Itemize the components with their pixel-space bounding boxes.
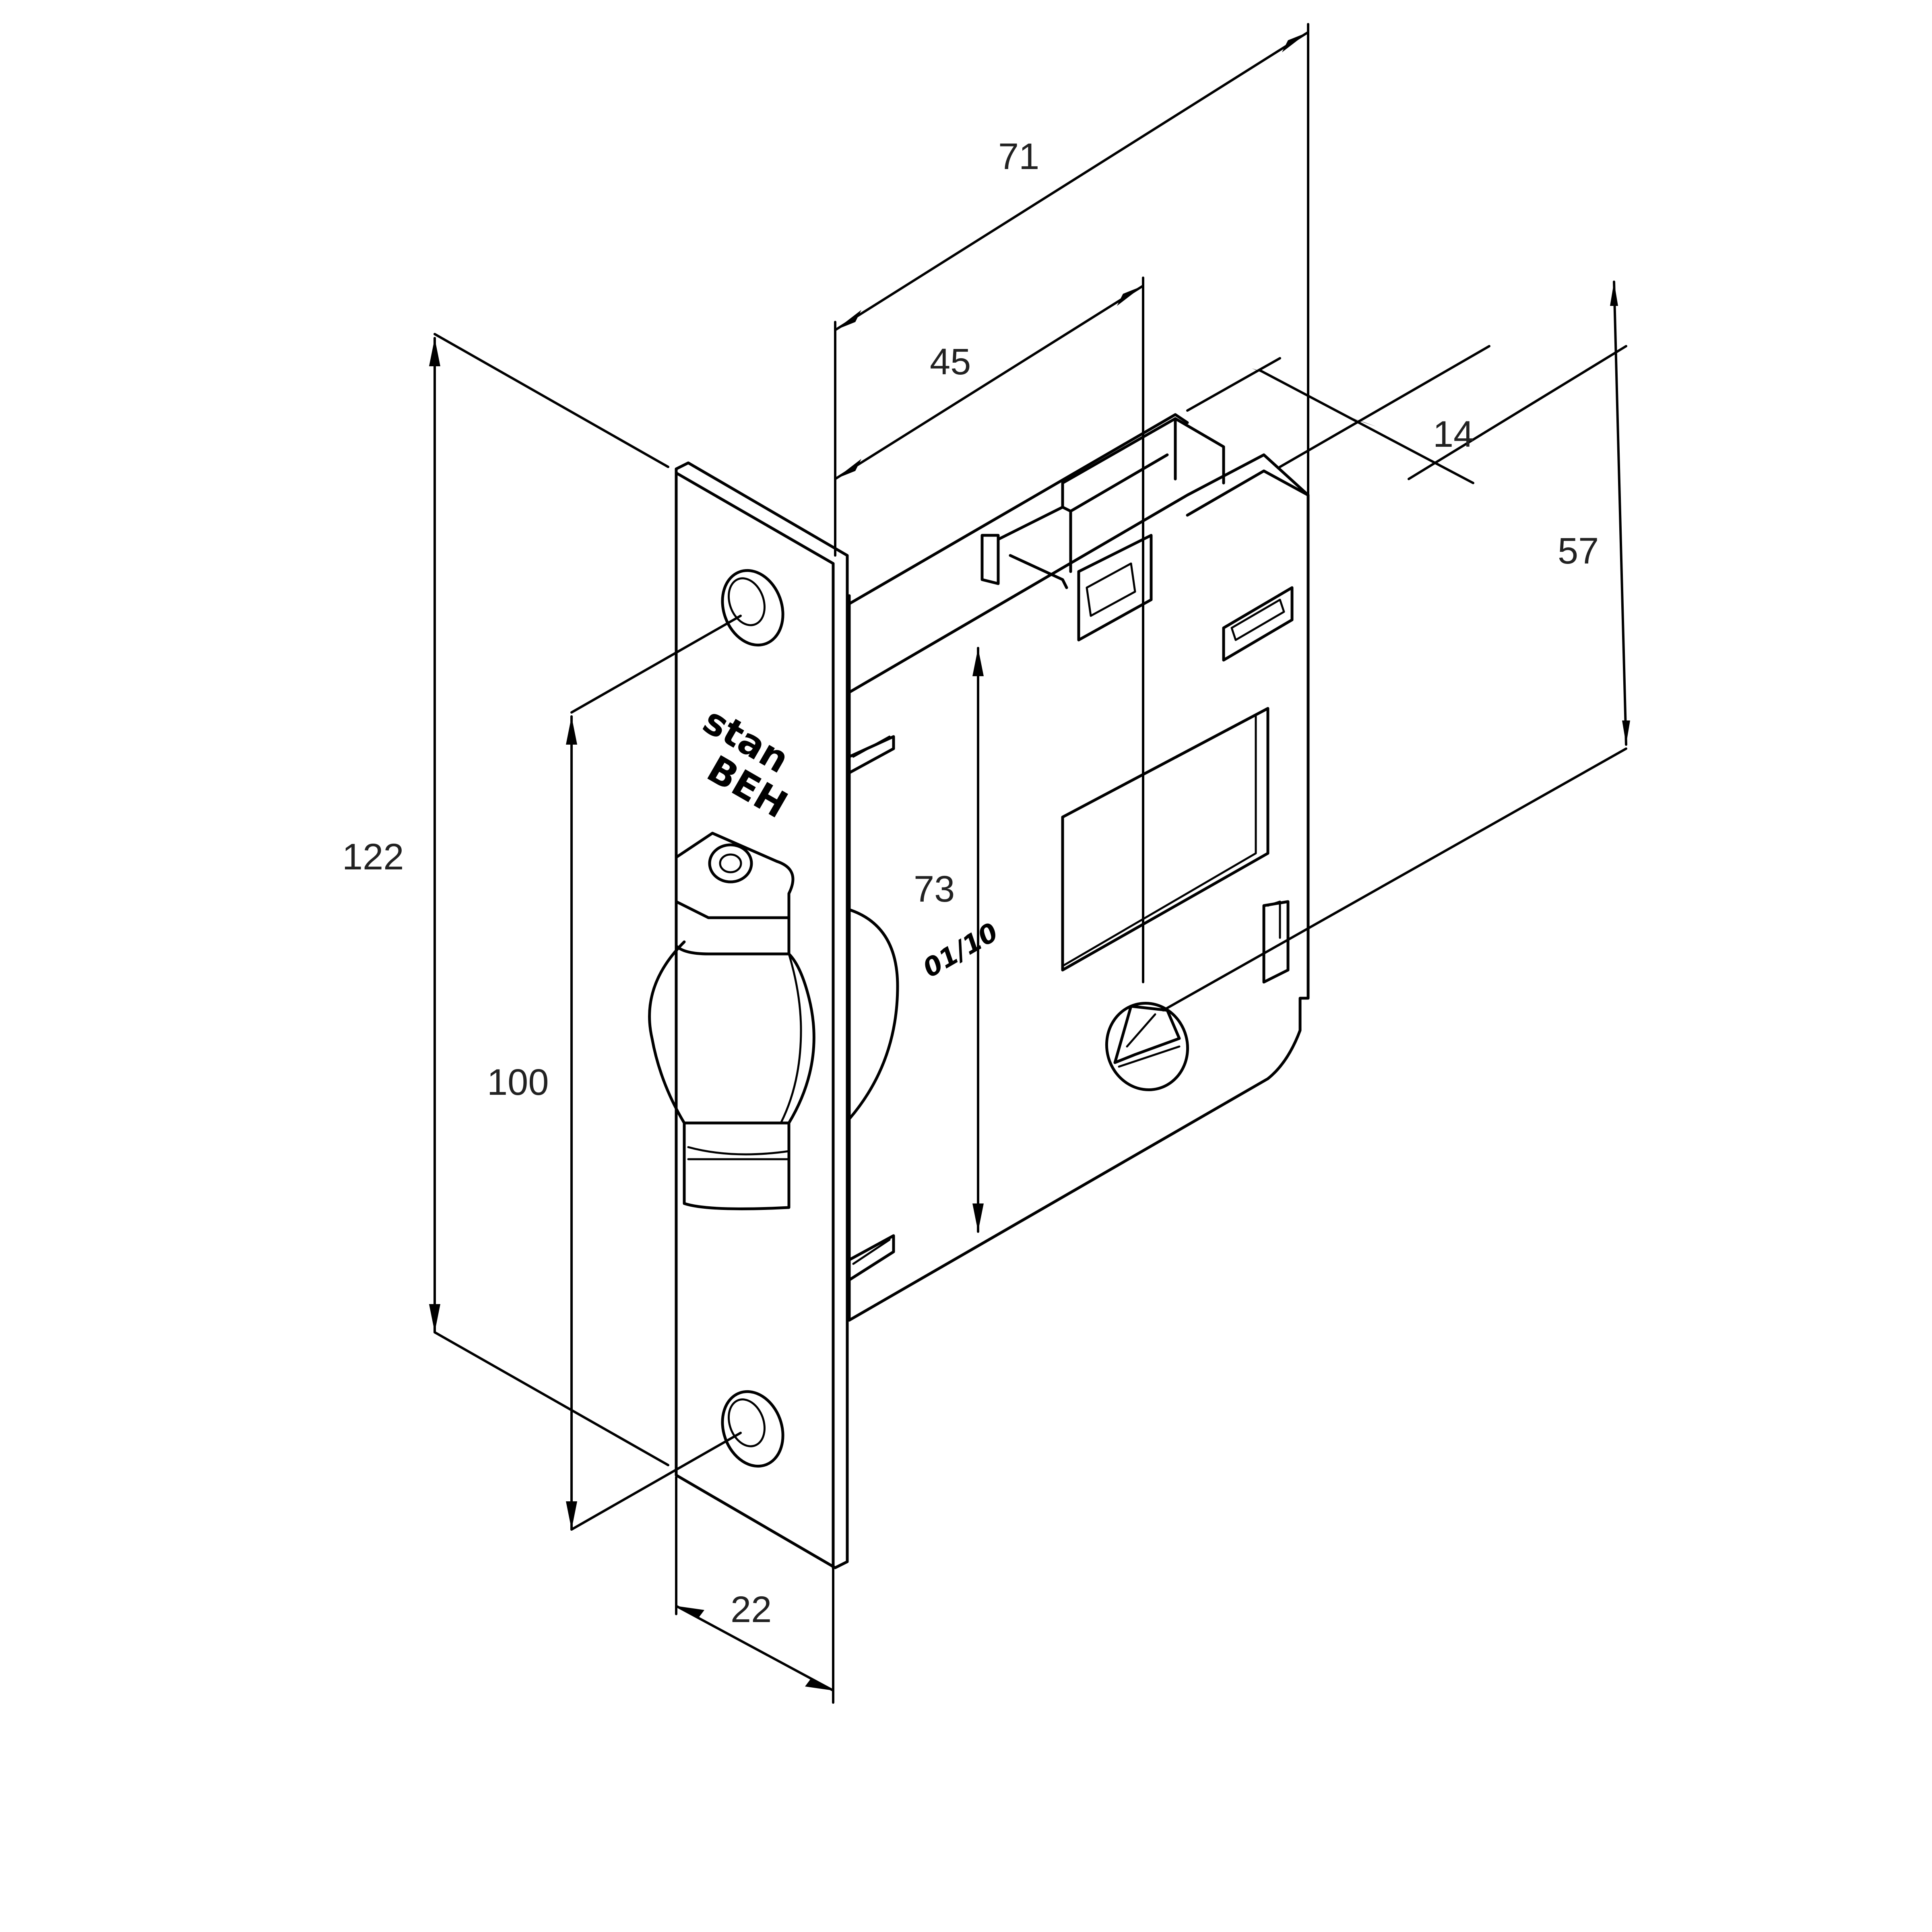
faceplate: stan BEH xyxy=(648,461,849,1569)
spindle-follower xyxy=(1105,1002,1189,1091)
dim-73-label: 73 xyxy=(914,869,955,910)
dimension-lines xyxy=(429,23,1630,1704)
brand-logo: stan BEH xyxy=(696,699,797,827)
dim-45-label: 45 xyxy=(930,341,971,382)
screw-hole-top xyxy=(721,569,784,647)
dim-14-label: 14 xyxy=(1433,414,1474,455)
dim-100-label: 100 xyxy=(487,1062,549,1103)
dim-57-label: 57 xyxy=(1558,530,1599,572)
dim-22-label: 22 xyxy=(731,1589,772,1630)
lock-case: 01/10 xyxy=(848,413,1310,1322)
date-stamp: 01/10 xyxy=(918,917,1003,984)
screw-hole-bottom xyxy=(721,1390,784,1468)
latch-bolt xyxy=(648,832,815,1210)
dim-122-label: 122 xyxy=(342,836,404,877)
dim-71-label: 71 xyxy=(998,136,1039,177)
